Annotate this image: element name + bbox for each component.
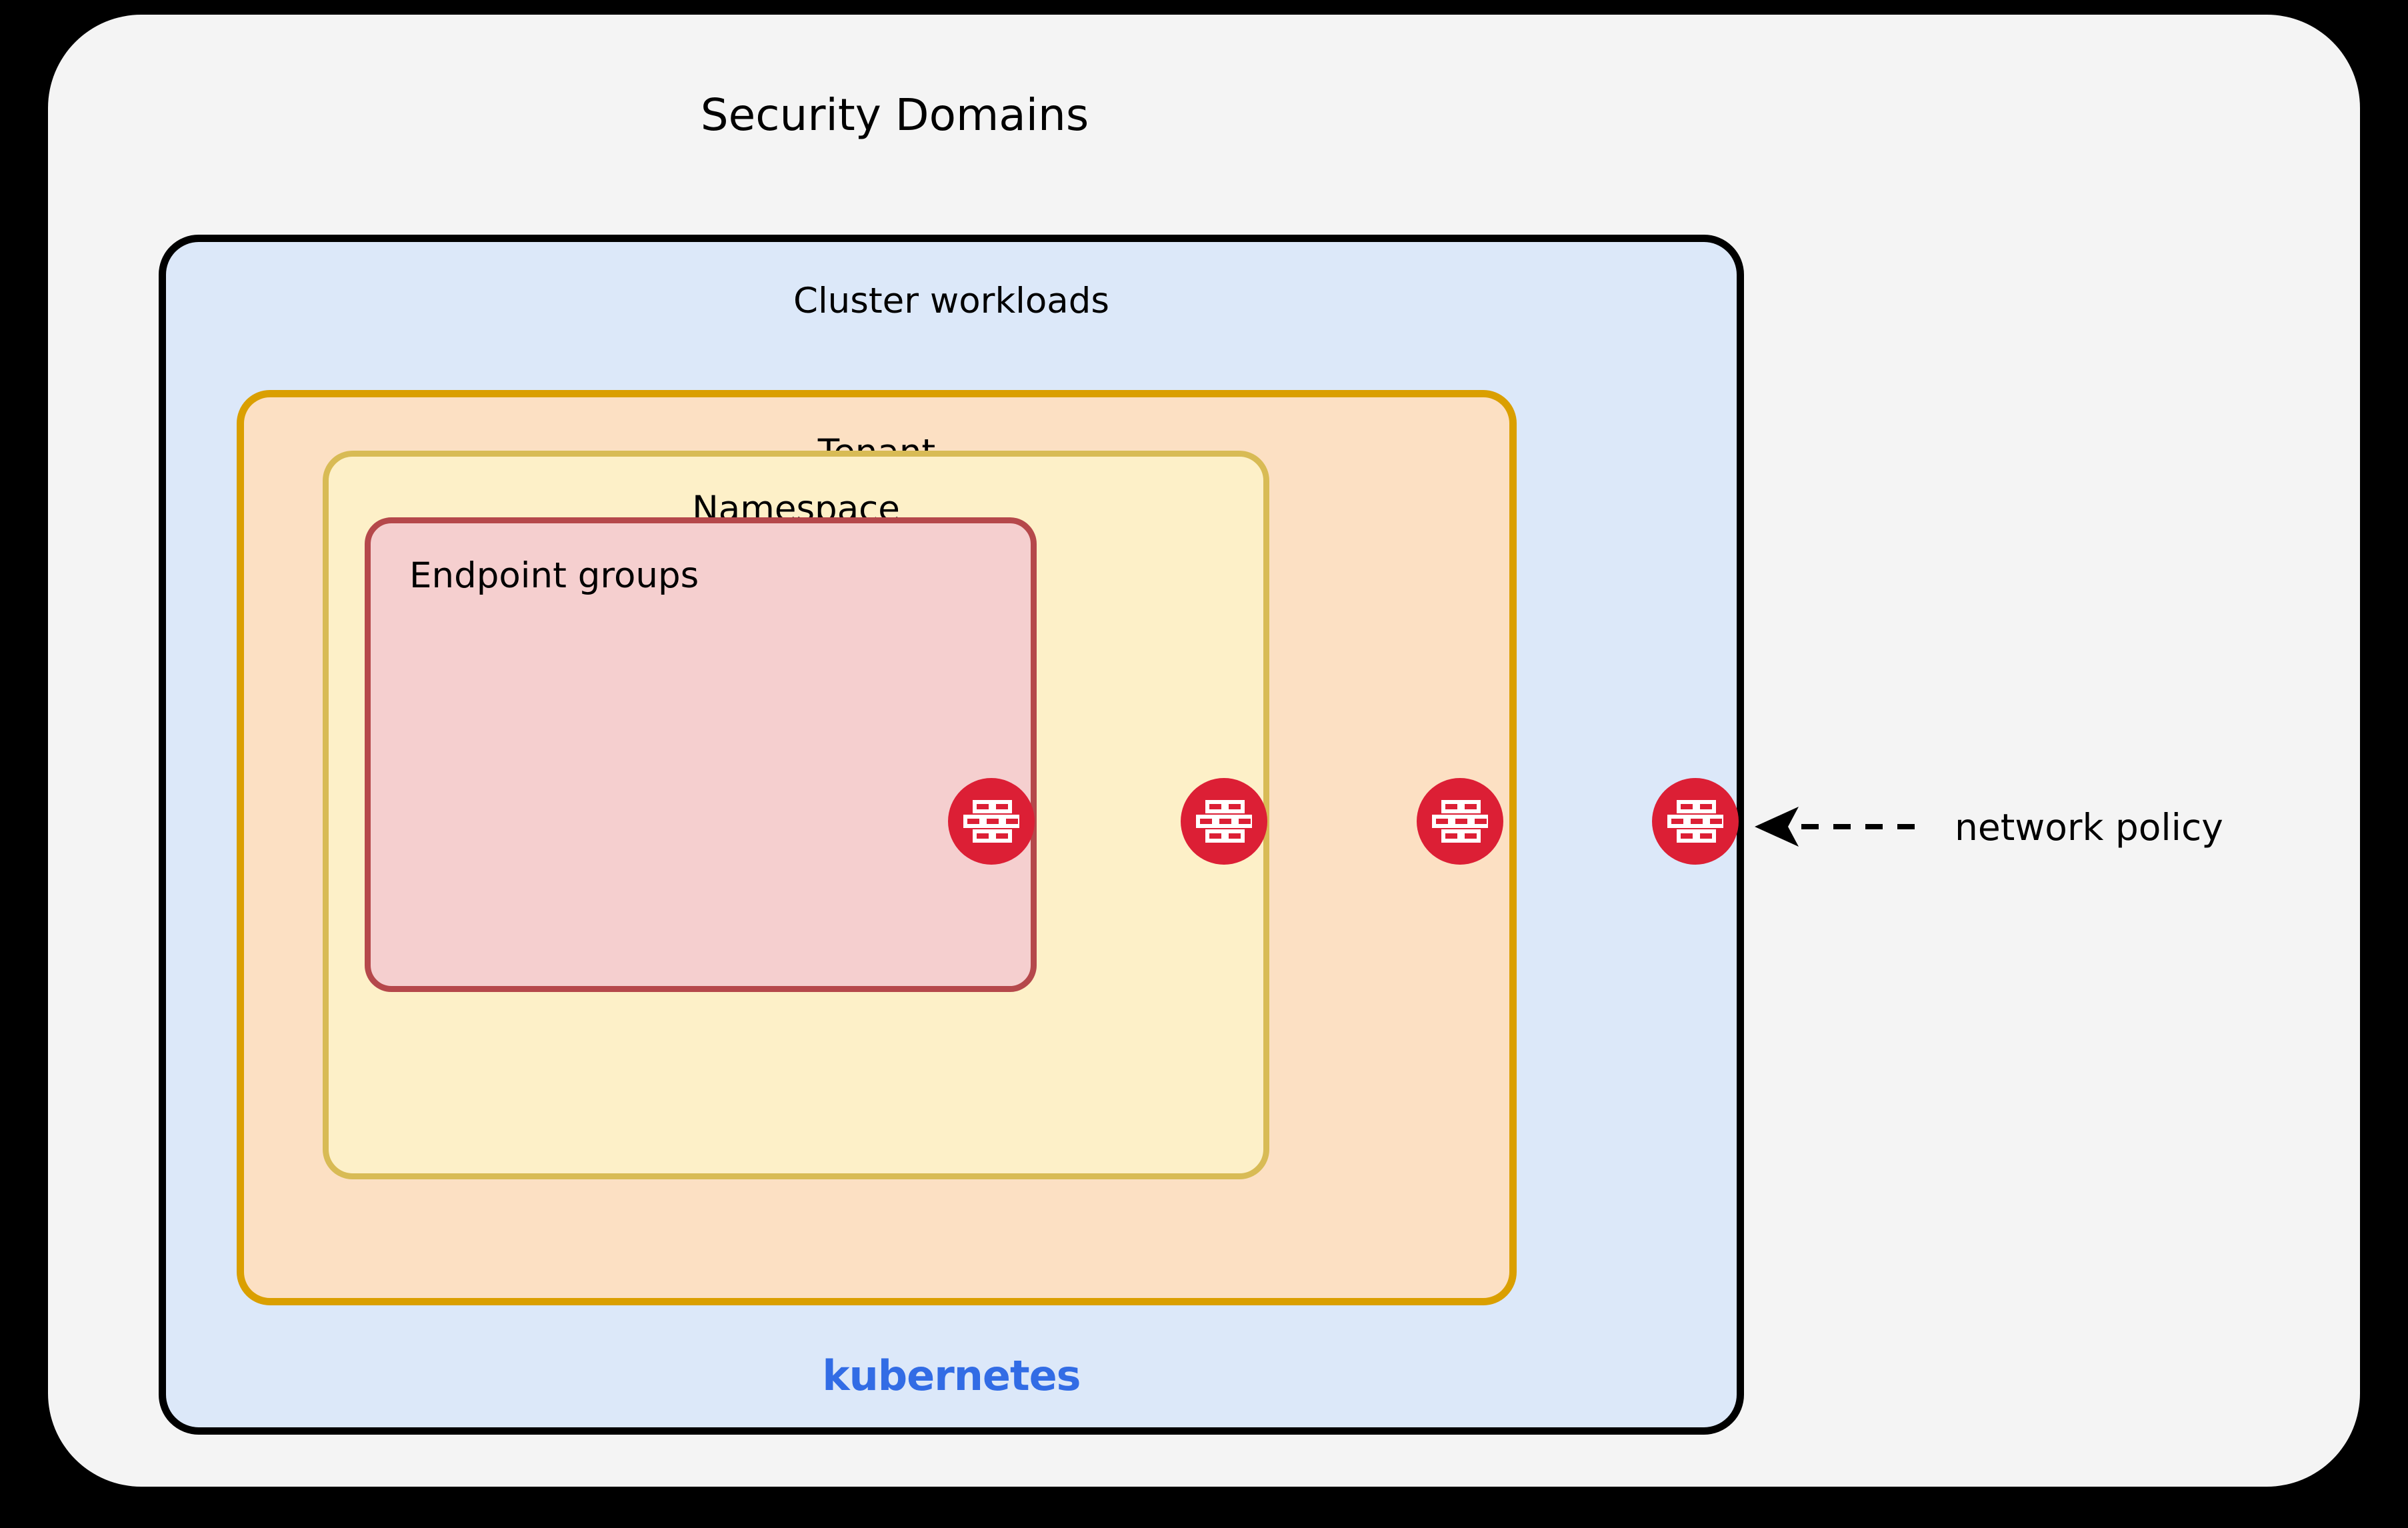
network-policy-arrow xyxy=(1735,800,1921,856)
box-label-endpoint-groups: Endpoint groups xyxy=(409,555,699,596)
firewall-node-cluster[interactable] xyxy=(1652,778,1739,865)
box-tenant[interactable]: Tenant Namespace Endpoint groups xyxy=(237,390,1517,1305)
dashed-arrow-left-icon xyxy=(1735,807,1921,856)
box-label-cluster-workloads: Cluster workloads xyxy=(793,281,1110,321)
page-title: Security Domains xyxy=(700,89,1089,141)
network-policy-label: network policy xyxy=(1955,806,2223,849)
firewall-node-namespace[interactable] xyxy=(1181,778,1267,865)
firewall-node-endpoint-groups[interactable] xyxy=(948,778,1035,865)
diagram-panel: Security Domains Cluster workloads Tenan… xyxy=(48,15,2360,1487)
box-endpoint-groups[interactable]: Endpoint groups xyxy=(365,517,1037,992)
firewall-node-tenant[interactable] xyxy=(1417,778,1503,865)
kubernetes-wordmark: kubernetes xyxy=(822,1351,1081,1400)
box-namespace[interactable]: Namespace Endpoint groups xyxy=(323,451,1269,1179)
box-cluster-workloads[interactable]: Cluster workloads Tenant Namespace Endpo… xyxy=(159,235,1744,1435)
